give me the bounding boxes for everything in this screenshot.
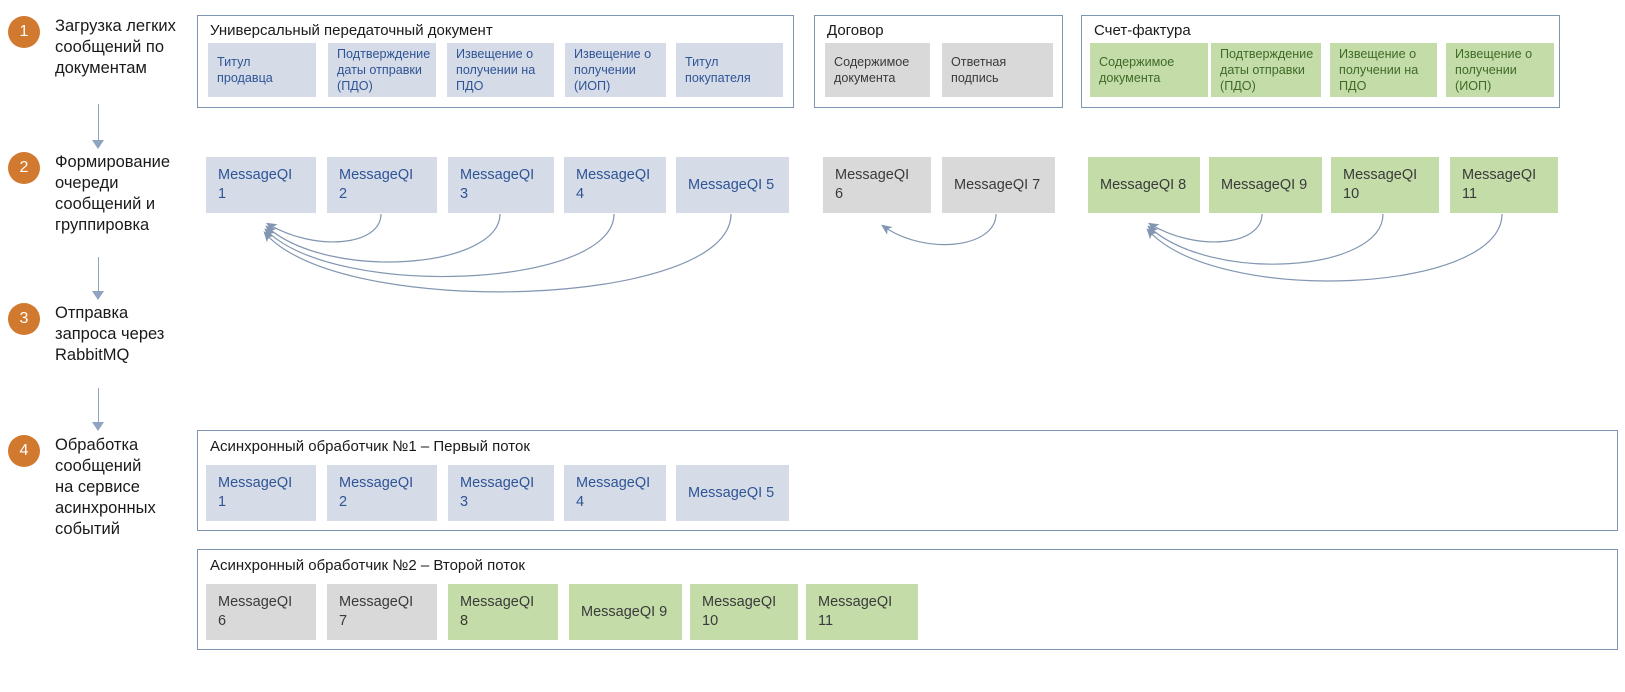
step-3-label: Отправка запроса через RabbitMQ [55, 304, 165, 364]
handler-1-message-2[interactable]: MessageQI 2 [327, 465, 437, 521]
handler-1-message-1[interactable]: MessageQI 1 [206, 465, 316, 521]
arc-msg9-to-msg8 [1147, 213, 1263, 243]
document-chip-upd-2[interactable]: Извещение о получении на ПДО [447, 43, 554, 97]
step-4-badge: 4 [8, 435, 40, 467]
step-connector-3-4-arrowhead [92, 422, 104, 431]
step-3-badge: 3 [8, 303, 40, 335]
handler-1-title: Асинхронный обработчик №1 – Первый поток [210, 438, 530, 455]
document-group-invoice-title: Счет-фактура [1094, 22, 1191, 39]
handler-1-message-3[interactable]: MessageQI 3 [448, 465, 554, 521]
step-1-badge: 1 [8, 16, 40, 48]
handler-2-message-9[interactable]: MessageQI 9 [569, 584, 682, 640]
queue-message-8[interactable]: MessageQI 8 [1088, 157, 1200, 213]
handler-2-message-10[interactable]: MessageQI 10 [690, 584, 798, 640]
queue-message-7[interactable]: MessageQI 7 [942, 157, 1055, 213]
queue-message-4[interactable]: MessageQI 4 [564, 157, 666, 213]
step-connector-1-2-arrowhead [92, 140, 104, 149]
queue-message-5[interactable]: MessageQI 5 [676, 157, 789, 213]
step-1-label: Загрузка легких сообщений по документам [55, 17, 176, 77]
queue-message-6[interactable]: MessageQI 6 [823, 157, 931, 213]
document-chip-upd-1[interactable]: Подтверждение даты отправки (ПДО) [328, 43, 436, 97]
document-chip-contract-0[interactable]: Содержимое документа [825, 43, 930, 97]
handler-2-message-11[interactable]: MessageQI 11 [806, 584, 918, 640]
document-chip-invoice-3[interactable]: Извещение о получении (ИОП) [1446, 43, 1554, 97]
queue-message-2[interactable]: MessageQI 2 [327, 157, 437, 213]
queue-message-3[interactable]: MessageQI 3 [448, 157, 554, 213]
document-chip-invoice-1[interactable]: Подтверждение даты отправки (ПДО) [1211, 43, 1321, 97]
queue-message-1[interactable]: MessageQI 1 [206, 157, 316, 213]
queue-message-9[interactable]: MessageQI 9 [1209, 157, 1322, 213]
document-chip-upd-3[interactable]: Извещение о получении (ИОП) [565, 43, 666, 97]
document-chip-upd-4[interactable]: Титул покупателя [676, 43, 783, 97]
step-1: 1 Загрузка легких сообщений по документа… [8, 16, 187, 79]
document-group-contract-title: Договор [827, 22, 884, 39]
arc-msg7-to-msg6 [881, 213, 997, 246]
step-connector-2-3 [98, 257, 99, 295]
handler-1-message-4[interactable]: MessageQI 4 [564, 465, 666, 521]
queue-message-10[interactable]: MessageQI 10 [1331, 157, 1439, 213]
step-connector-3-4 [98, 388, 99, 426]
step-connector-2-3-arrowhead [92, 291, 104, 300]
step-4-label: Обработка сообщений на сервисе асинхронн… [55, 436, 156, 538]
arc-msg4-to-msg1 [264, 213, 615, 278]
arc-msg10-to-msg8 [1147, 213, 1384, 265]
step-3: 3 Отправка запроса через RabbitMQ [8, 303, 187, 366]
arc-msg11-to-msg8 [1146, 213, 1503, 282]
step-2-badge: 2 [8, 152, 40, 184]
arc-msg2-to-msg1 [265, 213, 382, 243]
document-chip-invoice-2[interactable]: Извещение о получении на ПДО [1330, 43, 1437, 97]
arc-msg5-to-msg1 [263, 213, 732, 293]
document-group-upd-title: Универсальный передаточный документ [210, 22, 493, 39]
step-2-label: Формирование очереди сообщений и группир… [55, 153, 171, 234]
queue-message-11[interactable]: MessageQI 11 [1450, 157, 1558, 213]
handler-2-message-6[interactable]: MessageQI 6 [206, 584, 316, 640]
step-connector-1-2 [98, 104, 99, 144]
handler-2-title: Асинхронный обработчик №2 – Второй поток [210, 557, 525, 574]
document-chip-invoice-0[interactable]: Содержимое документа [1090, 43, 1208, 97]
handler-2-message-8[interactable]: MessageQI 8 [448, 584, 558, 640]
handler-1-message-5[interactable]: MessageQI 5 [676, 465, 789, 521]
step-4: 4 Обработка сообщений на сервисе асинхро… [8, 435, 187, 540]
handler-2-message-7[interactable]: MessageQI 7 [327, 584, 437, 640]
document-chip-upd-0[interactable]: Титул продавца [208, 43, 316, 97]
arc-msg3-to-msg1 [265, 213, 501, 263]
document-chip-contract-1[interactable]: Ответная подпись [942, 43, 1053, 97]
step-2: 2 Формирование очереди сообщений и групп… [8, 152, 187, 236]
